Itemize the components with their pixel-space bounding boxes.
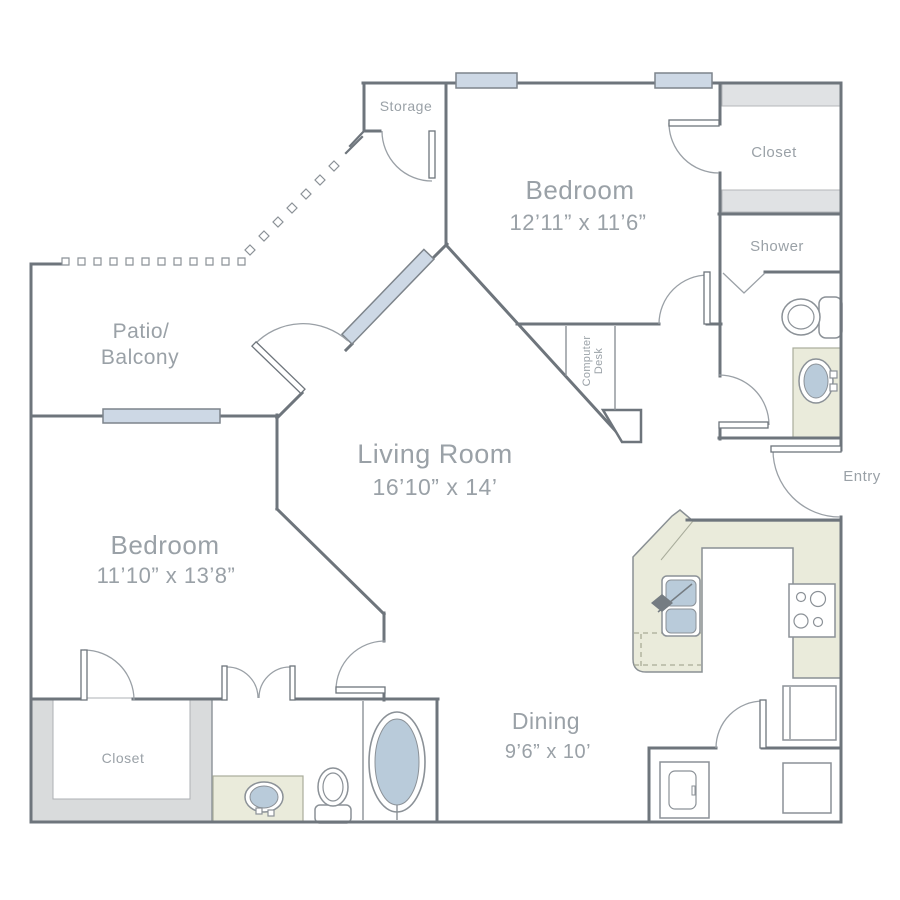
wall-storage [362,81,448,247]
door-patio [250,323,349,395]
dining-label: Dining [512,708,580,734]
wall-storage-diag-stub [348,129,366,148]
bedroom1-dims: 12’11” x 11’6” [509,210,646,235]
window-closet-top [654,72,713,89]
patio-label-1: Patio/ [113,320,170,343]
closet-shelf-top [721,83,841,107]
windows [102,72,713,424]
washer-icon [659,761,710,819]
wall-living-diagonal [444,243,625,441]
labels: Storage Bedroom 12’11” x 11’6” Closet Sh… [97,98,881,766]
wall-bedroom2-east [274,413,387,702]
wall-diagonal-stubs [274,241,450,421]
computer-desk-label: Computer Desk [581,336,605,387]
doors [80,119,842,749]
wall-left [29,262,62,824]
kitchen [632,509,842,679]
bathroom-bottom [212,711,426,824]
closet-shelf-bottom [721,189,841,213]
door-bedroom2 [335,640,386,694]
door-bedroom1 [658,271,711,325]
wall-corner-block [600,408,643,444]
door-shower-bifold [722,272,766,294]
door-utility [715,699,767,749]
door-storage [381,130,436,182]
walkin-closet-bottom [32,697,213,822]
stove-icon [788,583,836,638]
appliances [659,685,837,819]
kitchen-sink-icon [651,575,701,637]
wall-utility [647,746,843,824]
toilet-icon [781,296,843,339]
door-closet-top [668,119,720,174]
living-dims: 16’10” x 14’ [373,474,498,500]
entry-label: Entry [843,468,881,485]
svg-text:Desk: Desk [593,348,605,374]
bedroom1-label: Bedroom [526,175,635,205]
bathroom-top [781,296,843,439]
refrigerator-icon [782,685,837,741]
living-label: Living Room [357,439,513,469]
window-bedroom2 [102,408,221,424]
patio-railing [61,135,364,266]
window-living-diagonal [340,248,436,346]
door-bath-top [718,374,770,429]
vanity-sink-icon [792,347,842,439]
shower-label: Shower [750,238,804,255]
walls [29,81,843,824]
counter-seam [660,520,694,561]
dryer-icon [782,762,832,814]
bedroom2-dims: 11’10” x 13’8” [97,563,236,588]
closet-top-label: Closet [751,144,797,161]
closet-bottom-label: Closet [102,750,145,766]
bedroom2-label: Bedroom [111,530,220,560]
svg-text:Computer: Computer [581,336,593,387]
railing-end-stub [344,135,364,155]
toilet-icon [314,767,352,824]
dining-dims: 9’6” x 10’ [505,741,591,763]
door-entry [770,445,842,518]
bathtub-icon [368,711,426,820]
window-bedroom1 [455,72,518,89]
storage-label: Storage [380,98,433,114]
vanity-sink-icon [212,775,304,823]
patio-label-2: Balcony [101,346,179,369]
computer-desk-outline [565,326,616,410]
door-bath-bottom-double [221,665,296,701]
door-closet-bottom [80,649,135,701]
closet-inner-area [52,697,191,800]
